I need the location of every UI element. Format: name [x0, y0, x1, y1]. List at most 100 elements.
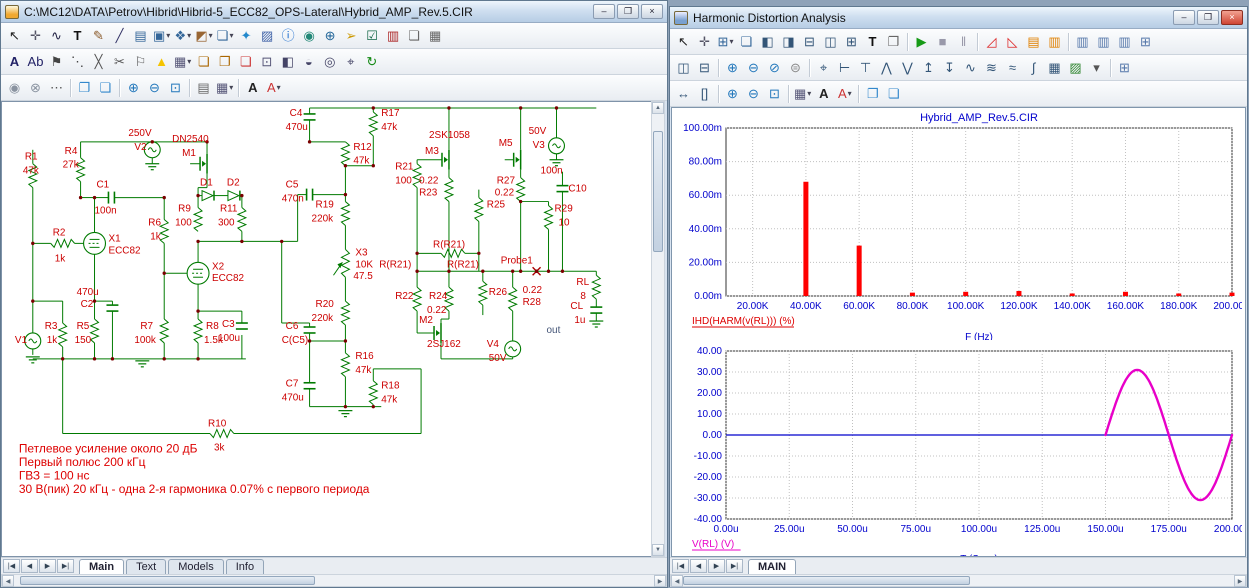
zoom-area-button[interactable]: ⊡	[764, 83, 785, 105]
link-button[interactable]: ❏	[235, 51, 256, 73]
cursor-brackets-button[interactable]: []	[694, 83, 715, 105]
zoom-area-button[interactable]: ⊡	[165, 77, 186, 99]
grid-select-dropdown-icon[interactable]: ▾	[807, 89, 811, 98]
panel-3-button[interactable]: ▥	[1114, 31, 1135, 53]
cut-button[interactable]: ✂	[109, 51, 130, 73]
nav-close-button[interactable]: ⊗	[25, 77, 46, 99]
shape-list-dropdown-icon[interactable]: ▾	[209, 31, 213, 40]
grid-select-button[interactable]: ▦▾	[214, 77, 235, 99]
line-tool-button[interactable]: ╱	[109, 25, 130, 47]
more-analysis-button[interactable]: ▾	[1086, 57, 1107, 79]
font-button[interactable]: A	[813, 83, 834, 105]
edit-tool-button[interactable]: ✎	[88, 25, 109, 47]
waveform-button[interactable]: ∿	[960, 57, 981, 79]
pan-tool-button[interactable]: ✛	[25, 25, 46, 47]
nav-first-button[interactable]: |◀	[672, 559, 689, 573]
page-button[interactable]: ❏	[883, 83, 904, 105]
scroll-right-button[interactable]: ▶	[654, 575, 666, 587]
maximize-button[interactable]: ❐	[617, 4, 639, 19]
paint-button[interactable]: ▨	[257, 25, 278, 47]
run-button[interactable]: ▶	[911, 31, 932, 53]
pan-tool-button[interactable]: ✛	[694, 31, 715, 53]
text-tool-button[interactable]: T	[67, 25, 88, 47]
zoom-out-round-button[interactable]: ⊖	[743, 57, 764, 79]
scrollbar-track[interactable]	[14, 575, 654, 586]
enable-check-button[interactable]: ☑	[362, 25, 383, 47]
page-dup-button[interactable]: ❐	[214, 51, 235, 73]
shape-list-button[interactable]: ◩▾	[193, 25, 214, 47]
mirror-h-button[interactable]: ◧	[277, 51, 298, 73]
zoom-in-round-button[interactable]: ⊕	[722, 57, 743, 79]
grid-toggle-dropdown-icon[interactable]: ▾	[187, 57, 191, 66]
sheet-button[interactable]: ❏	[404, 25, 425, 47]
nav-prev-button[interactable]: ◀	[21, 559, 38, 573]
send-mail-button[interactable]: ➢	[341, 25, 362, 47]
chart-select-dropdown-icon[interactable]: ▾	[729, 37, 733, 46]
chart-area[interactable]: Hybrid_AMP_Rev.5.CIR100.00m80.00m60.00m4…	[671, 107, 1246, 557]
layout-3-button[interactable]: ⊟	[799, 31, 820, 53]
nav-next-button[interactable]: ▶	[708, 559, 725, 573]
scrollbar-track[interactable]	[652, 114, 664, 544]
scrollbar-track[interactable]	[683, 575, 1234, 586]
display-mode-button[interactable]: ▣▾	[151, 25, 172, 47]
zoom-out-button[interactable]: ⊖	[743, 83, 764, 105]
select-tool-button[interactable]: ↖	[4, 25, 25, 47]
eye-button[interactable]: ◉	[299, 25, 320, 47]
font-button[interactable]: A	[242, 77, 263, 99]
compass-button[interactable]: ✦	[236, 25, 257, 47]
layout-4-button[interactable]: ◫	[820, 31, 841, 53]
calculator-button[interactable]: ▦	[425, 25, 446, 47]
panel-1-button[interactable]: ▥	[1072, 31, 1093, 53]
nav-first-button[interactable]: |◀	[3, 559, 20, 573]
zoom-in-button[interactable]: ⊕	[123, 77, 144, 99]
select-tool-button[interactable]: ↖	[673, 31, 694, 53]
more-button[interactable]: ⋯	[46, 77, 67, 99]
picture-list-dropdown-icon[interactable]: ▾	[229, 31, 233, 40]
close-button[interactable]: ×	[1221, 10, 1243, 25]
zoom-in-button[interactable]: ⊕	[722, 83, 743, 105]
scroll-right-button[interactable]: ▶	[1234, 575, 1246, 587]
tag-horizontal-button[interactable]: ⊢	[834, 57, 855, 79]
schematic-canvas[interactable]: R147kR427kC1100n250VV2DN2540M1D1D2R9100R…	[1, 101, 651, 557]
warning-button[interactable]: ▲	[151, 51, 172, 73]
cursor-mode-button[interactable]: ⌖	[813, 57, 834, 79]
display-mode-dropdown-icon[interactable]: ▾	[166, 31, 170, 40]
attribute-text-button[interactable]: A	[4, 51, 25, 73]
info-button[interactable]: ⓘ	[278, 25, 299, 47]
zoom-off-button[interactable]: ⊘	[764, 57, 785, 79]
analysis-window-titlebar[interactable]: Harmonic Distortion Analysis –❐×	[670, 7, 1247, 29]
go-to-high-button[interactable]: ↥	[918, 57, 939, 79]
font-color-button[interactable]: A▾	[263, 77, 284, 99]
split-horizontal-button[interactable]: ◫	[673, 57, 694, 79]
maximize-button[interactable]: ❐	[1197, 10, 1219, 25]
font-color-dropdown-icon[interactable]: ▾	[277, 83, 281, 92]
grid-select-button[interactable]: ▦▾	[792, 83, 813, 105]
component-list-dropdown-icon[interactable]: ▾	[187, 31, 191, 40]
scroll-up-button[interactable]: ▲	[652, 102, 664, 114]
find-button[interactable]: ◎	[319, 51, 340, 73]
nav-last-button[interactable]: ▶|	[726, 559, 743, 573]
flag-button[interactable]: ⚑	[46, 51, 67, 73]
layout-2-button[interactable]: ◨	[778, 31, 799, 53]
split-vertical-button[interactable]: ⊟	[694, 57, 715, 79]
layout-1-button[interactable]: ◧	[757, 31, 778, 53]
horizontal-scrollbar[interactable]: ◀▶	[1, 574, 667, 587]
nav-next-button[interactable]: ▶	[39, 559, 56, 573]
calculator-button[interactable]: ⊞	[1114, 57, 1135, 79]
mirror-v-button[interactable]: ◒	[298, 51, 319, 73]
scrollbar-thumb[interactable]	[653, 131, 663, 251]
component-list-button[interactable]: ❖▾	[172, 25, 193, 47]
3d-plot-button[interactable]: ▦	[1044, 57, 1065, 79]
text-tool-button[interactable]: T	[862, 31, 883, 53]
numeric-output-button[interactable]: ⊞	[1135, 31, 1156, 53]
minimize-button[interactable]: –	[1173, 10, 1195, 25]
minimize-button[interactable]: –	[593, 4, 615, 19]
page-view-button[interactable]: ▤	[193, 77, 214, 99]
help-book-button[interactable]: ▥	[383, 25, 404, 47]
cross-area-button[interactable]: ╳	[88, 51, 109, 73]
horizontal-scrollbar[interactable]: ◀▶	[670, 574, 1247, 587]
autoscale-button[interactable]: ⊜	[785, 57, 806, 79]
layout-5-button[interactable]: ⊞	[841, 31, 862, 53]
nav-last-button[interactable]: ▶|	[57, 559, 74, 573]
fit-width-button[interactable]: ↔	[673, 83, 694, 105]
